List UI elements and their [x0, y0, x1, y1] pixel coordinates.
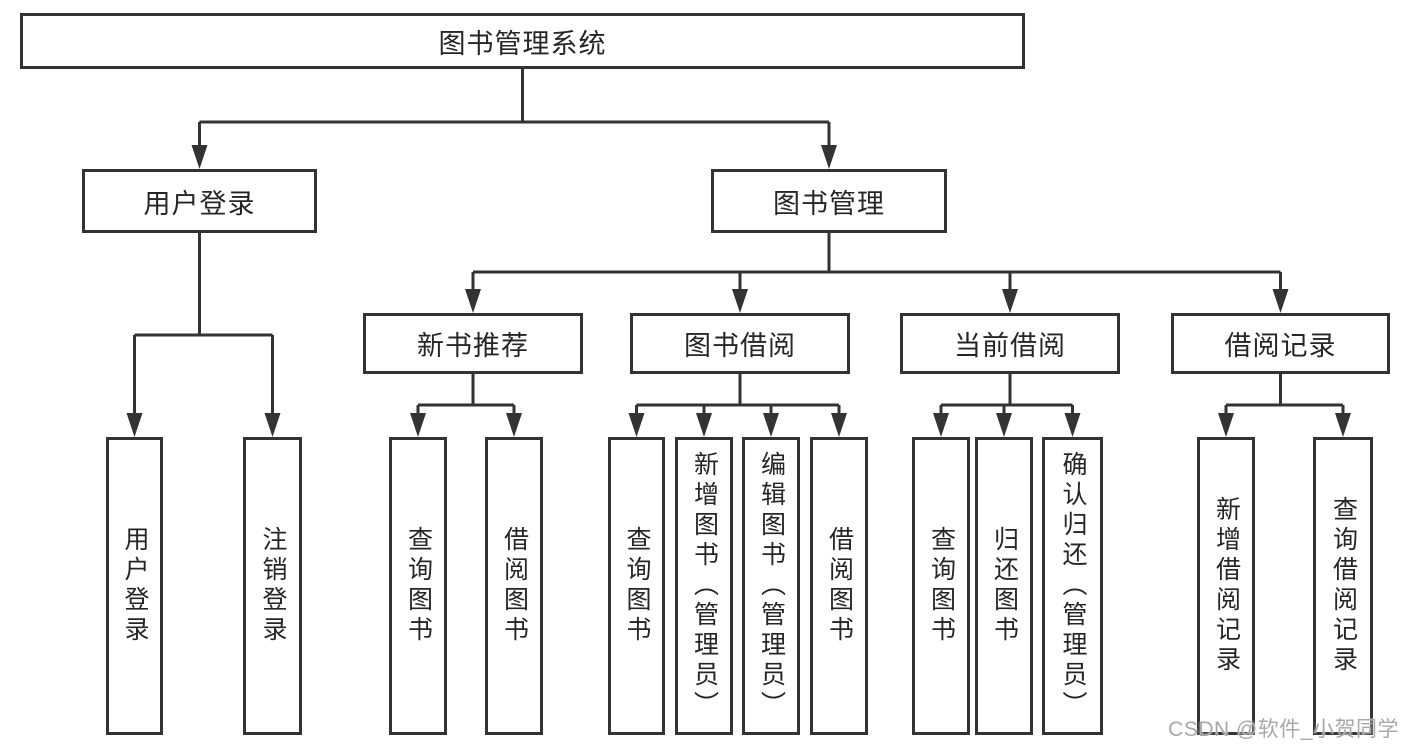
node-label: 图书借阅 — [684, 331, 796, 361]
leaf-user-login: 用户登录 — [106, 437, 163, 735]
leaf-logout: 注销登录 — [243, 437, 302, 735]
node-label: 图书管理系统 — [438, 28, 607, 59]
leaf-return-books: 归还图书 — [975, 437, 1033, 735]
leaf-label: 确认归还（管理员） — [1059, 451, 1087, 721]
leaf-query-borrow-record: 查询借阅记录 — [1313, 437, 1373, 735]
node-new-book-recommend: 新书推荐 — [363, 313, 583, 374]
leaf-label: 查询图书 — [404, 526, 433, 646]
leaf-label: 注销登录 — [259, 526, 287, 646]
leaf-label: 新增图书（管理员） — [690, 451, 719, 721]
leaf-label: 查询借阅记录 — [1329, 496, 1358, 676]
node-label: 当前借阅 — [954, 331, 1066, 361]
node-label: 图书管理 — [773, 188, 885, 219]
node-current-borrow: 当前借阅 — [900, 313, 1120, 374]
node-library-management-system: 图书管理系统 — [20, 13, 1025, 69]
node-label: 用户登录 — [143, 188, 256, 219]
csdn-watermark: CSDN @软件_小贺同学 — [1168, 718, 1399, 741]
leaf-borrow-books: 借阅图书 — [810, 437, 868, 735]
leaf-label: 用户登录 — [121, 526, 149, 646]
node-label: 借阅记录 — [1224, 331, 1337, 361]
node-book-management: 图书管理 — [711, 169, 947, 233]
leaf-label: 编辑图书（管理员） — [757, 451, 786, 721]
leaf-add-books-admin: 新增图书（管理员） — [675, 437, 733, 735]
leaf-query-books-borrow: 查询图书 — [608, 437, 665, 735]
leaf-borrow-books-recommend: 借阅图书 — [485, 437, 543, 735]
leaf-confirm-return-admin: 确认归还（管理员） — [1042, 437, 1103, 735]
node-label: 新书推荐 — [417, 331, 529, 361]
leaf-label: 借阅图书 — [500, 526, 529, 646]
node-borrow-records: 借阅记录 — [1171, 313, 1390, 374]
leaf-add-borrow-record: 新增借阅记录 — [1197, 437, 1255, 735]
leaf-label: 借阅图书 — [825, 526, 854, 646]
leaf-label: 查询图书 — [927, 526, 956, 646]
leaf-label: 查询图书 — [623, 526, 651, 646]
node-user-login: 用户登录 — [82, 169, 317, 233]
leaf-query-books-recommend: 查询图书 — [389, 437, 447, 735]
leaf-query-books-current: 查询图书 — [912, 437, 970, 735]
leaf-label: 归还图书 — [990, 526, 1019, 646]
leaf-label: 新增借阅记录 — [1212, 496, 1241, 676]
leaf-edit-books-admin: 编辑图书（管理员） — [742, 437, 800, 735]
node-book-borrow: 图书借阅 — [630, 313, 850, 374]
